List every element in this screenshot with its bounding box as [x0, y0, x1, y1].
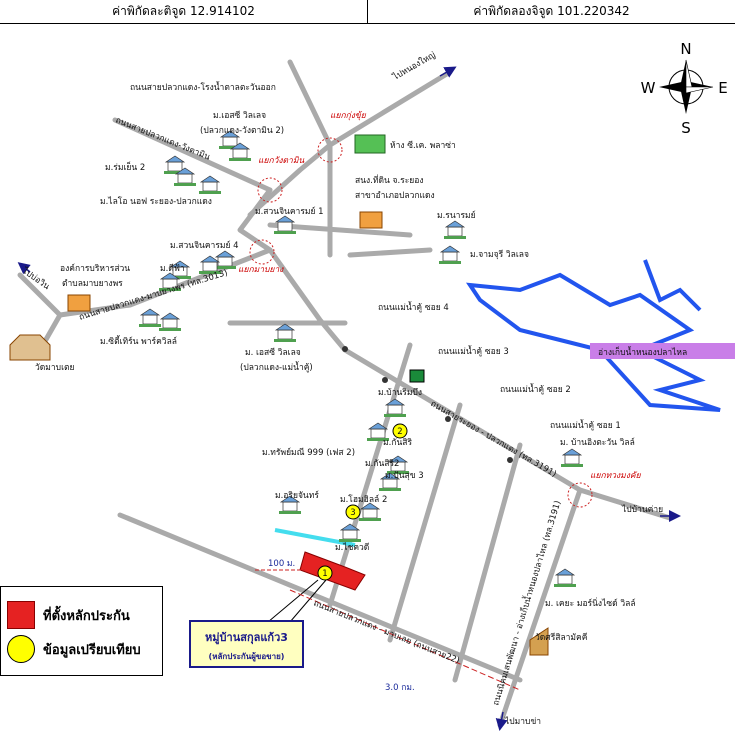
road-map-kha [117, 512, 523, 683]
label-soi1: ถนนแม่น้ำคู้ ซอย 1 [550, 419, 621, 431]
label-suan-chin-1: ม.สวนจินคารมย์ 1 [255, 206, 324, 217]
label-lilo: ม.ไลโอ นอฟ ระยอง-ปลวกแดง [100, 196, 212, 207]
label-ban-rim-bueng: ม.บ้านริมบึง [378, 387, 422, 398]
legend-comparable: ข้อมูลเปรียบเทียบ [7, 635, 141, 663]
reservoir-outline [465, 272, 721, 412]
label-ratchamon: ม.รนารมย์ [437, 210, 476, 221]
junction-kaeng-khoi: แยกกุ่งขุ้ย [330, 110, 367, 121]
label-sv-village-1: ม.เอสซี วิลเลจ [213, 110, 266, 121]
svg-text:3: 3 [350, 508, 355, 518]
svg-text:100 ม.: 100 ม. [268, 559, 295, 569]
label-land-office-2: สาขาอำเภอปลวกแดง [355, 191, 435, 201]
label-ketsara: ม. เคยะ มอร์นิ่งไซด์ วิลล์ [545, 597, 636, 609]
soi3-landmark [409, 369, 425, 383]
comparable-swatch [7, 635, 35, 663]
label-suan-chin-4: ม.สวนจินคารมย์ 4 [170, 240, 239, 251]
road-wang-tamin [112, 117, 273, 193]
road-nikhom [497, 487, 583, 728]
reservoir-label-bg [590, 343, 735, 359]
label-soi3: ถนนแม่น้ำคู้ ซอย 3 [438, 345, 509, 357]
svg-text:2: 2 [397, 427, 402, 437]
label-sc-village-b1: ม. เอสซี วิลเลจ [245, 347, 301, 358]
label-cityhome: ม.ซิตี้เทิร์น พาร์ควิลล์ [100, 335, 177, 347]
callout-title: หมู่บ้านสกุลแก้ว3 [205, 631, 288, 644]
label-home-hill: ม.โฮมฮิลล์ 2 [340, 494, 387, 505]
collateral-block [299, 551, 366, 591]
label-nong-yai: ไปหนองใหญ่ [390, 49, 437, 83]
road-soi1 [452, 442, 523, 683]
label-org-1: องค์การบริหารส่วน [60, 263, 130, 274]
label-sv-village-2: (ปลวกแดง-วังตามิน 2) [200, 126, 284, 136]
temple-icon [529, 627, 549, 656]
label-chamchuri: ม.จามจุรี วิลเลจ [470, 249, 529, 260]
coordinate-header: ค่าพิกัดละติจูด 12.914102 ค่าพิกัดลองจิจ… [0, 0, 735, 24]
road-soi3 [327, 342, 413, 608]
road-soi2 [387, 402, 463, 643]
reservoir-label: อ่างเก็บน้ำหนองปลาไหล [598, 346, 687, 358]
compass-n: N [680, 40, 691, 58]
road-nong-yai [247, 69, 453, 218]
label-sc-village-b2: (ปลวกแดง-แม่น้ำคู้) [240, 361, 313, 373]
label-dee-fa: ม.ดีฟ้า [160, 263, 185, 274]
collateral-swatch [7, 601, 35, 629]
collateral-callout: หมู่บ้านสกุลแก้ว3 (หลักประกันผู้ขอขาย) [189, 620, 304, 668]
label-wat-map-khoi: วัดมาบเตย [35, 363, 74, 373]
label-wat-sri: วัดศรีสิลามัคคี [535, 632, 587, 643]
label-soi2: ถนนแม่น้ำคู้ ซอย 2 [500, 383, 571, 395]
longitude-label: ค่าพิกัดลองจิจูด 101.220342 [367, 0, 735, 23]
callout-subtitle: (หลักประกันผู้ขอขาย) [208, 652, 285, 661]
label-ariyan: ม.อริยจันทร์ [275, 490, 319, 501]
label-factory-road: ถนนสายปลวกแดง-โรงน้ำตาลตะวันออก [130, 81, 276, 93]
svg-text:3.0 กม.: 3.0 กม. [385, 683, 415, 693]
label-map-kha-road: ถนนสายปลวกแดง - มาบเลย (ถนนสาย22) [312, 599, 461, 667]
label-soi4: ถนนแม่น้ำคู้ ซอย 4 [378, 301, 449, 313]
label-wang-tamin-road: ถนนสายปลวกแดง-วังตามิน [114, 116, 212, 163]
label-sc-plaza: ห้าง ซี.เค. พลาซ่า [390, 140, 456, 151]
label-ban-khai: ไปบ้านค่าย [621, 504, 663, 515]
label-org-2: ตำบลมาบยางพร [62, 279, 123, 289]
road-land-office [267, 222, 413, 238]
junction-wang-tamin: แยกวังตามิน [258, 156, 304, 166]
label-kansiri: ม.กันสิริ [383, 438, 412, 448]
label-rom-rin: ม.ร่มเย็น 2 [105, 161, 145, 173]
label-land-office-1: สนง.ที่ดิน จ.ระยอง [355, 174, 424, 186]
compass-s: S [681, 119, 691, 137]
legend-box: ที่ตั้งหลักประกัน ข้อมูลเปรียบเทียบ [0, 586, 163, 676]
road-map-yang [17, 247, 273, 318]
label-map-kha: ไปมาบข่า [504, 716, 541, 727]
road-branch-ratch [347, 247, 433, 258]
svg-text:1: 1 [322, 569, 327, 579]
label-pansuk3: ม.ปันสุข 3 [385, 471, 424, 481]
compass-rose: N S E W [641, 40, 728, 137]
junction-nong-la-lai: แยกทวงมงคัย [590, 471, 642, 481]
mall-building [354, 134, 386, 154]
label-supamit: ม.ทรัพย์มณี 999 (เฟส 2) [262, 447, 355, 458]
road-factory [287, 59, 333, 258]
junction-markers [249, 137, 593, 508]
label-ban-ing: ม. บ้านอิงตะวัน วิลล์ [560, 437, 635, 448]
compass-w: W [641, 79, 656, 97]
label-kansiri2: ม.กันสิริ2 [365, 459, 399, 469]
wat-map-khoi-icon [9, 334, 51, 361]
org-building [67, 294, 91, 312]
compass-e: E [718, 79, 727, 97]
legend-collateral: ที่ตั้งหลักประกัน [7, 601, 130, 629]
label-chairkhi: ม.ไชควดี [335, 542, 369, 553]
comparable-markers: 2 3 1 [317, 423, 408, 581]
junction-map-yang: แยกมาบยาง [238, 265, 284, 275]
latitude-label: ค่าพิกัดละติจูด 12.914102 [112, 4, 255, 18]
road-network [17, 59, 673, 728]
canal-line [274, 528, 356, 547]
land-office-building [359, 211, 383, 229]
